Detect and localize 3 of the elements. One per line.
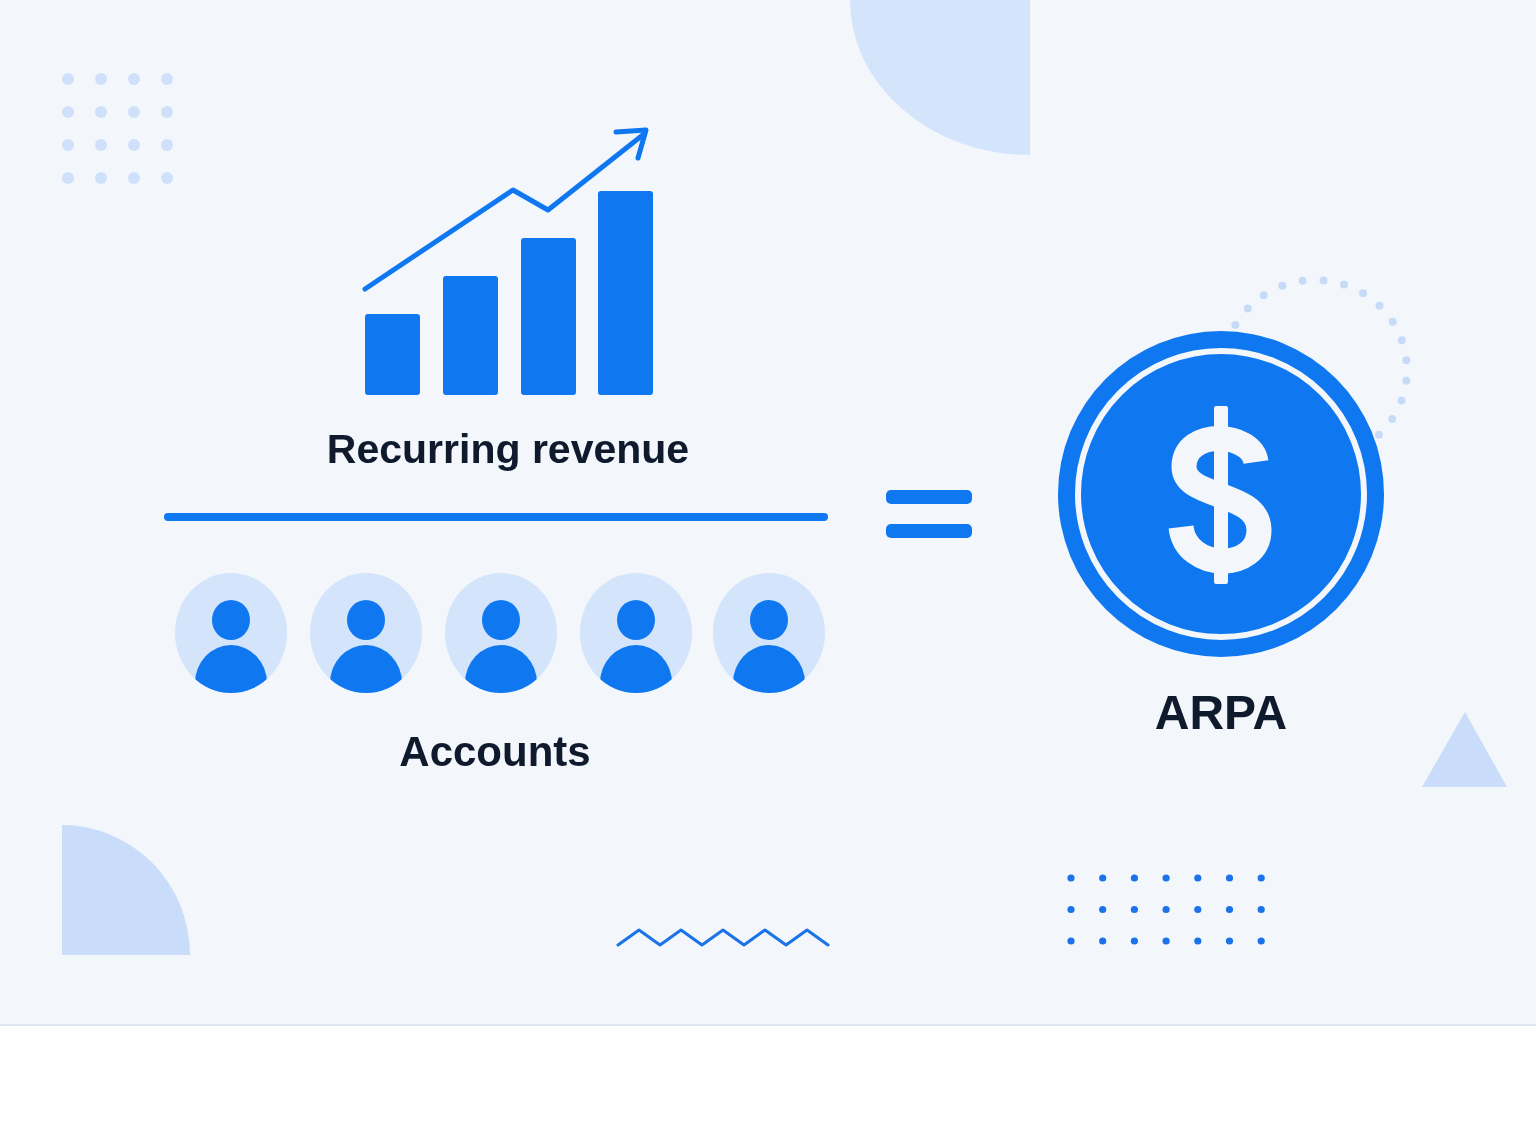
denominator-label: Accounts [399,727,591,777]
result-label: ARPA [1154,685,1288,741]
numerator-label: Recurring revenue [326,426,690,474]
